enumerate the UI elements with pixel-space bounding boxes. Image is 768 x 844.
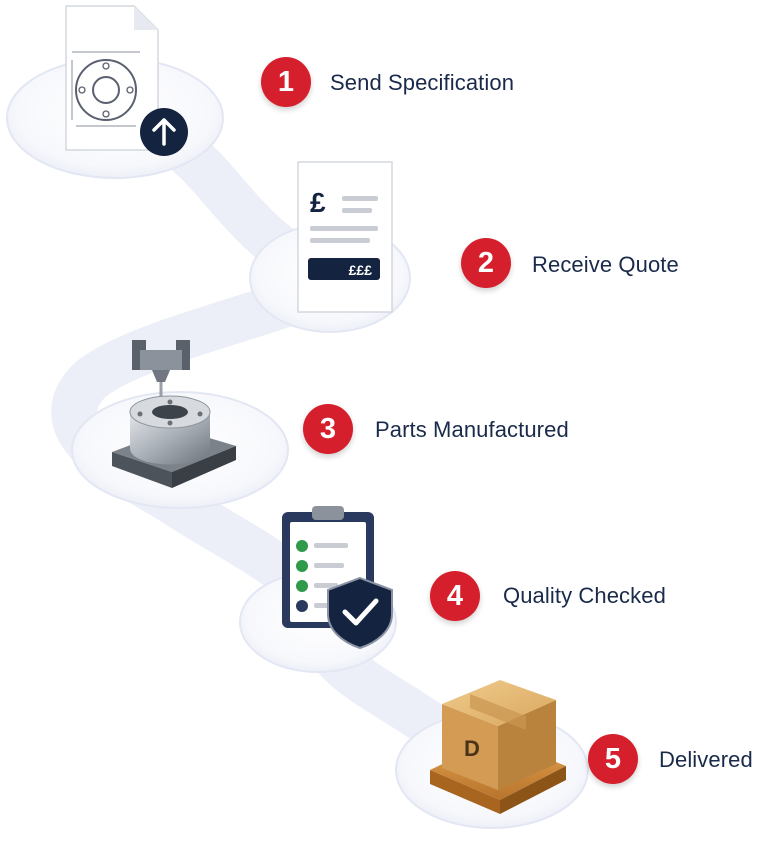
step-3-number-badge: 3 — [303, 404, 353, 454]
step-3-label: Parts Manufactured — [375, 417, 569, 442]
quote-currency-symbol: £ — [310, 187, 326, 218]
quote-document-icon: £ £££ — [297, 161, 393, 313]
box-letter: D — [464, 736, 480, 761]
step-1-label: Send Specification — [330, 70, 515, 95]
step-5-number-badge: 5 — [588, 734, 638, 784]
step-5-label: Delivered — [659, 747, 753, 772]
cnc-machining-icon — [112, 340, 236, 488]
step-2-label: Receive Quote — [532, 252, 679, 277]
quote-total: £££ — [349, 262, 373, 278]
step-4-number-badge: 4 — [430, 571, 480, 621]
step-1-number-badge: 1 — [261, 57, 311, 107]
step-4-label: Quality Checked — [503, 583, 666, 608]
drawing-upload-icon — [65, 5, 188, 156]
box-on-pallet-icon: D — [430, 680, 566, 814]
checklist-shield-icon — [282, 506, 393, 650]
step-2-number-badge: 2 — [461, 238, 511, 288]
